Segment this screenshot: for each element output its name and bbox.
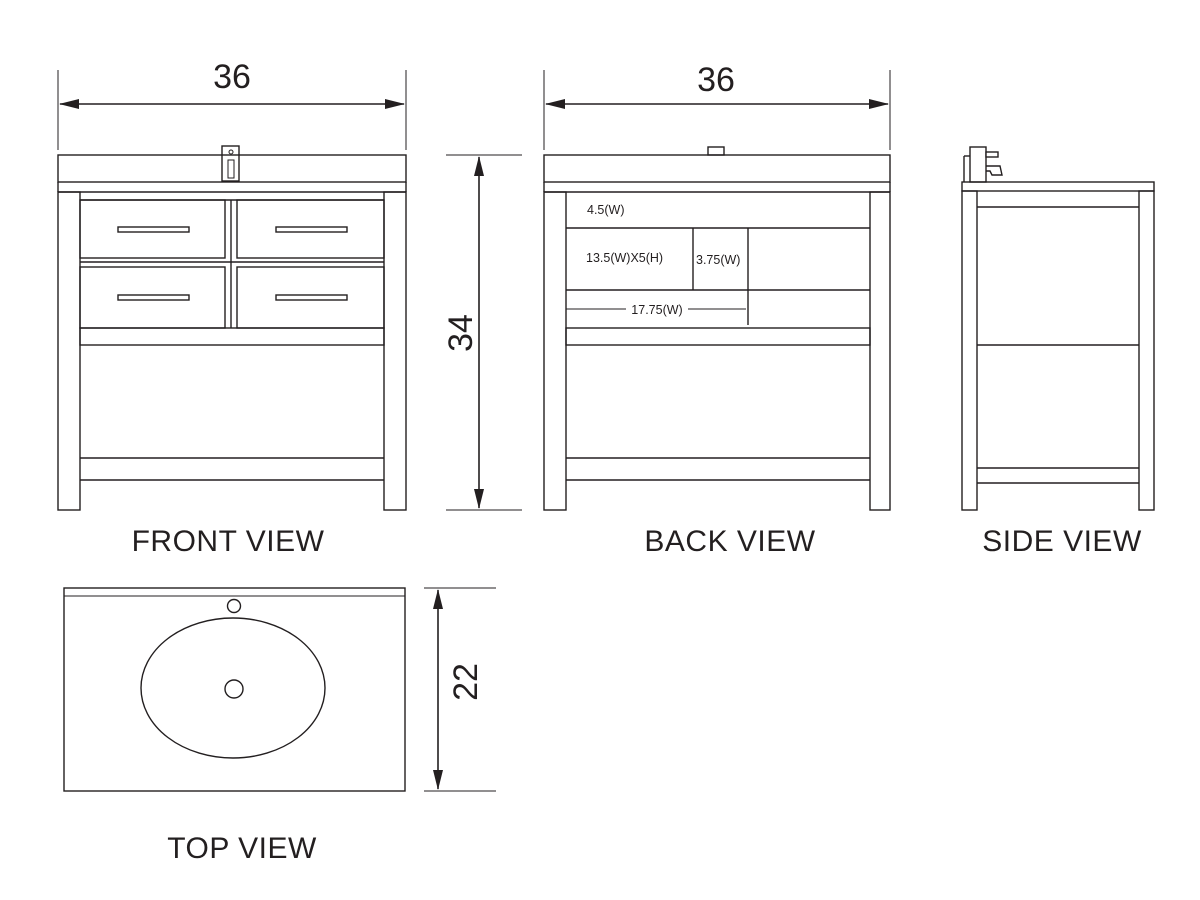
- side-view-caption: SIDE VIEW: [982, 525, 1142, 558]
- back-left-leg: [543, 191, 567, 511]
- depth-dimension: 22: [424, 587, 496, 792]
- front-drawer-bottom-left: [79, 266, 226, 329]
- back-width-dimension: 36: [543, 61, 891, 150]
- top-countertop: [63, 587, 406, 792]
- front-right-leg: [383, 191, 407, 511]
- back-view-caption: BACK VIEW: [644, 525, 815, 558]
- back-note-bottom-span: 17.75(W): [631, 303, 682, 317]
- front-handle: [117, 294, 190, 301]
- side-front-leg: [961, 190, 978, 511]
- height-dimension: 34: [442, 154, 522, 511]
- side-back-leg: [1138, 190, 1155, 511]
- back-middle-rail: [565, 327, 871, 346]
- front-middle-rail: [79, 327, 385, 346]
- front-handle: [275, 294, 348, 301]
- back-note-top-gap: 4.5(W): [587, 203, 625, 217]
- side-view: SIDE VIEW: [961, 146, 1155, 558]
- height-label: 34: [442, 314, 480, 352]
- side-countertop: [961, 181, 1155, 192]
- front-width-label: 36: [213, 58, 251, 96]
- faucet-hole-icon: [226, 598, 242, 614]
- front-countertop: [57, 154, 407, 183]
- front-width-dimension: 36: [57, 58, 407, 150]
- side-faucet: [963, 146, 1003, 183]
- front-drawer-top-left: [79, 199, 226, 259]
- front-handle: [275, 226, 348, 233]
- front-view-caption: FRONT VIEW: [132, 525, 325, 558]
- front-faucet: [221, 145, 240, 182]
- top-view-caption: TOP VIEW: [167, 832, 317, 865]
- front-drawer-top-right: [236, 199, 385, 259]
- sink-basin: [140, 617, 326, 759]
- back-faucet: [707, 146, 725, 156]
- front-handle: [117, 226, 190, 233]
- back-countertop: [543, 154, 891, 183]
- depth-label: 22: [447, 663, 485, 701]
- front-drawer-bottom-right: [236, 266, 385, 329]
- back-note-middle-gap: 3.75(W): [696, 253, 740, 267]
- back-note-drawer-opening: 13.5(W)X5(H): [586, 251, 663, 265]
- back-view: 36 4.5(W) 13.5(W)X5(H) 3.75(W) 17.75(W) …: [543, 61, 891, 558]
- front-left-leg: [57, 191, 81, 511]
- drain-icon: [224, 679, 244, 699]
- top-view: 22 TOP VIEW: [63, 587, 496, 865]
- back-right-leg: [869, 191, 891, 511]
- back-width-label: 36: [697, 61, 735, 99]
- front-view: 36 FRONT VIEW: [57, 58, 407, 558]
